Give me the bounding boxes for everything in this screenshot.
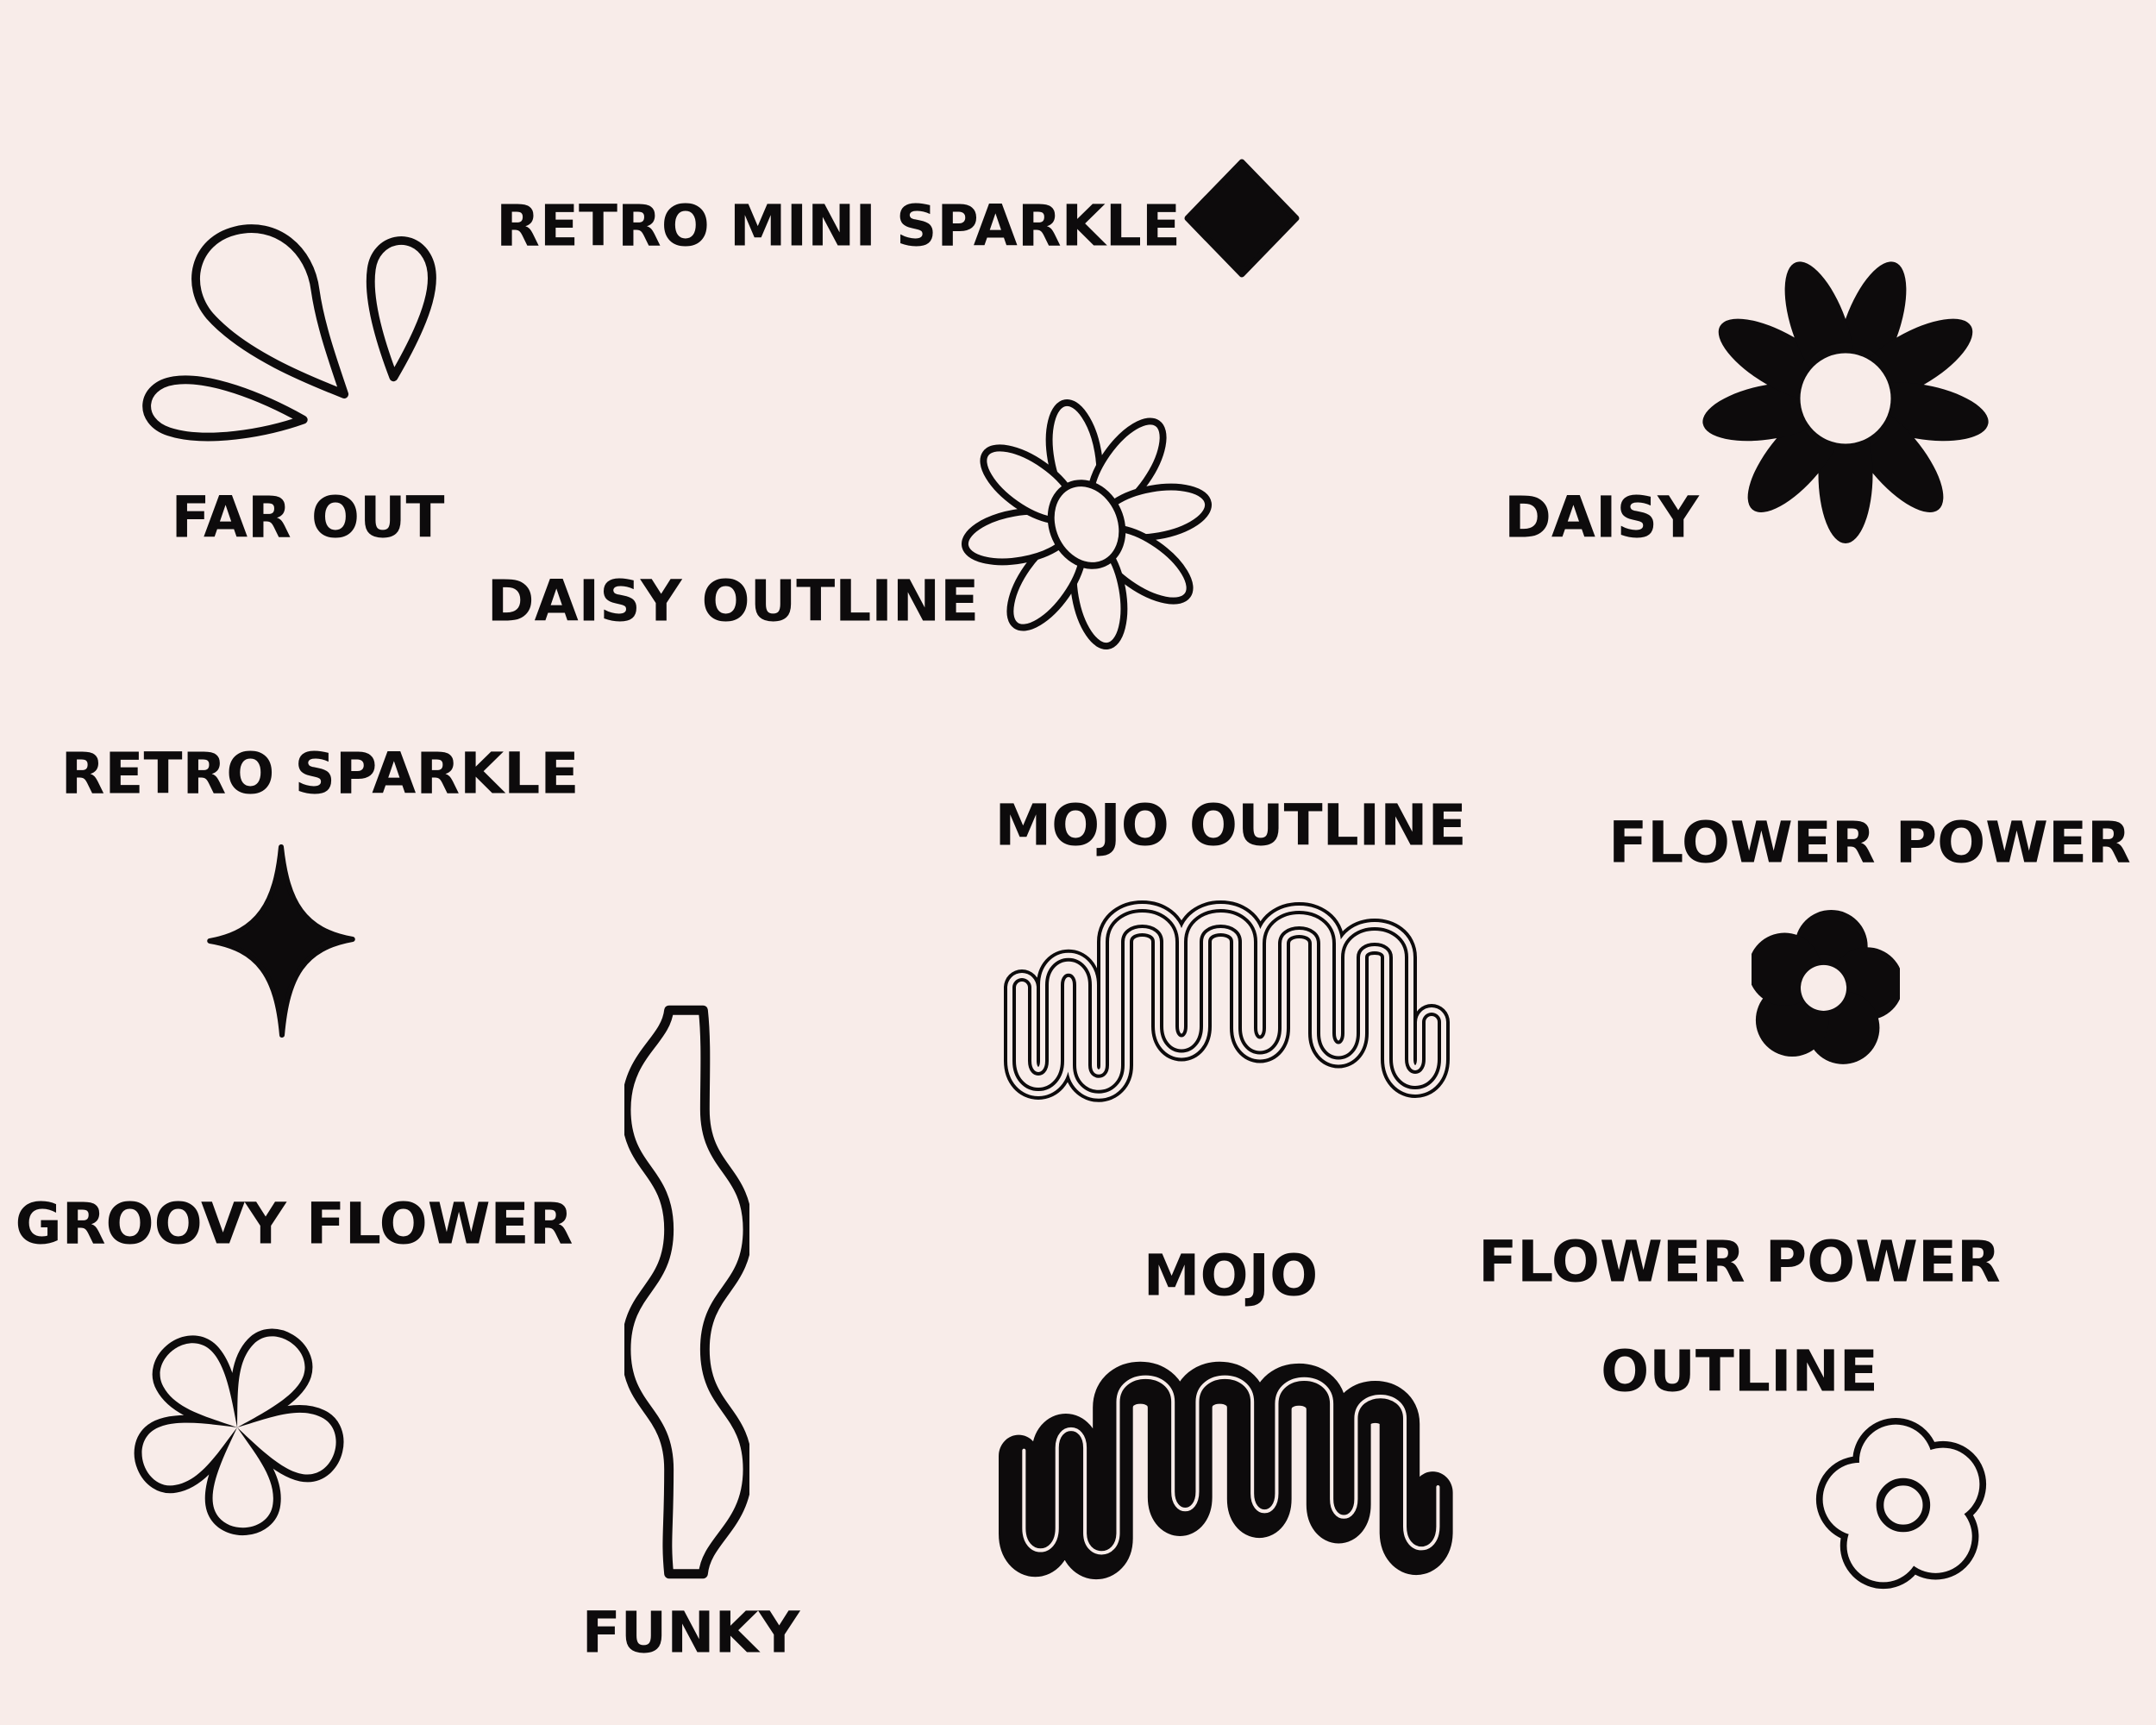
label-groovy-flower: GROOVY FLOWER	[15, 1190, 573, 1258]
label-daisy: DAISY	[1504, 484, 1699, 551]
label-retro-sparkle: RETRO SPARKLE	[60, 740, 580, 807]
flower-power-outline-center	[1876, 1477, 1931, 1533]
daisy-solid-shape	[1702, 261, 1989, 543]
flower-power-solid-shape	[1752, 909, 1900, 1064]
teardrops-shape	[142, 224, 436, 442]
teardrop-horizontal	[142, 375, 308, 442]
label-flower-power-outline-line1: FLOWER POWER	[1478, 1228, 2001, 1295]
solid-diamond-shape	[1184, 159, 1300, 278]
flower-power-outline-shape	[1815, 1417, 1987, 1590]
label-retro-mini-sparkle: RETRO MINI SPARKLE	[496, 192, 1181, 260]
label-funky: FUNKY	[581, 1599, 800, 1666]
sparkle-shape	[207, 844, 355, 1038]
label-flower-power-outline-line2: OUTLINE	[1601, 1338, 1878, 1405]
daisy-outline-center	[1047, 480, 1126, 569]
funky-column-shape	[624, 1005, 749, 1579]
squiggle-outline-shape	[1000, 888, 1483, 1113]
teardrop-narrow	[366, 236, 436, 382]
label-flower-power: FLOWER POWER	[1608, 809, 2131, 876]
label-mojo: MOJO	[1143, 1242, 1319, 1309]
label-mojo-outline: MOJO OUTLINE	[994, 792, 1467, 859]
flower-power-center	[1801, 964, 1847, 1011]
squiggle-solid-shape	[997, 1351, 1485, 1589]
daisy-outline-shape	[961, 398, 1213, 650]
label-far-out: FAR OUT	[171, 484, 445, 551]
label-daisy-outline: DAISY OUTLINE	[486, 568, 980, 635]
daisy-solid-center	[1800, 353, 1891, 444]
groovy-flower-shape	[134, 1328, 344, 1536]
teardrop-large	[191, 224, 349, 398]
